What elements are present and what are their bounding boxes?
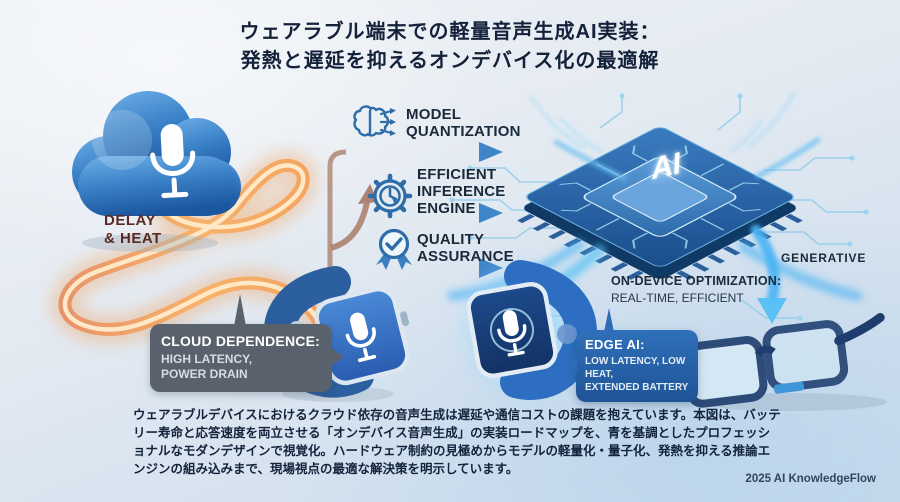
arrow-head	[479, 203, 503, 223]
cloud-icon	[72, 91, 241, 252]
step-quality-assurance: QUALITY ASSURANCE	[417, 231, 514, 265]
arrow-head	[479, 142, 503, 162]
microphone-icon	[345, 312, 377, 363]
microphone-icon	[150, 124, 196, 199]
page-title-line1: ウェアラブル端末での軽量音声生成AI実装：	[239, 21, 661, 43]
brain-quantization-icon	[353, 105, 396, 137]
arrow-head	[358, 184, 378, 204]
cloud-bubble-title: CLOUD DEPENDENCE:	[161, 333, 320, 349]
down-arrow-icon	[750, 224, 787, 324]
ondevice-optimization-label: ON-DEVICE OPTIMIZATION: REAL-TIME, EFFIC…	[611, 274, 781, 305]
bubble-pointer-right	[331, 348, 344, 366]
step3-line1: QUALITY	[417, 231, 485, 248]
delay-heat-line2: & HEAT	[104, 230, 162, 247]
edge-bubble-line1: LOW LATENCY, LOW HEAT,	[585, 356, 686, 380]
heat-path	[51, 151, 352, 362]
edge-bubble-title: EDGE AI:	[585, 337, 645, 352]
cloud-bubble-line2: POWER DRAIN	[161, 367, 248, 381]
bubble-pointer-left	[565, 356, 577, 372]
energy-wisps	[529, 91, 797, 154]
quality-badge-icon	[376, 228, 412, 270]
footer-description: ウェアラブルデバイスにおけるクラウド依存の音声生成は遅延や通信コストの課題を抱え…	[133, 408, 781, 476]
step2-line1: EFFICIENT	[417, 166, 497, 183]
cloud-dependence-bubble: CLOUD DEPENDENCE: HIGH LATENCY, POWER DR…	[150, 294, 344, 392]
ondevice-subtitle: REAL-TIME, EFFICIENT	[611, 291, 744, 305]
smart-glasses-icon	[681, 313, 887, 411]
credit-label: 2025 AI KnowledgeFlow	[745, 473, 876, 485]
bubble-pointer-up	[234, 294, 246, 326]
ondevice-title: ON-DEVICE OPTIMIZATION:	[611, 274, 782, 288]
delay-heat-line1: DELAY	[104, 212, 156, 229]
step2-line2: INFERENCE	[417, 183, 506, 200]
bubble-pointer-up	[604, 308, 614, 332]
page-title-line2: 発熱と遅延を抑えるオンデバイス化の最適解	[240, 50, 660, 72]
gear-inference-icon	[367, 173, 413, 219]
circuit-traces	[452, 96, 866, 319]
microphone-icon	[497, 310, 527, 357]
step1-line2: QUANTIZATION	[406, 123, 521, 140]
step3-line2: ASSURANCE	[417, 248, 514, 265]
page-title: ウェアラブル端末での軽量音声生成AI実装： 発熱と遅延を抑えるオンデバイス化の最…	[0, 18, 900, 76]
step2-line3: ENGINE	[417, 200, 476, 217]
generative-label: GENERATIVE	[781, 251, 867, 265]
step-inference-engine: EFFICIENT INFERENCE ENGINE	[417, 166, 505, 217]
cloud-bubble-line1: HIGH LATENCY,	[161, 352, 253, 366]
step1-line1: MODEL	[406, 106, 462, 123]
edge-bubble-line2: EXTENDED BATTERY	[585, 382, 689, 393]
step-model-quantization: MODEL QUANTIZATION	[406, 106, 521, 140]
delay-heat-label: DELAY & HEAT	[104, 212, 162, 248]
ai-chip-icon	[447, 84, 869, 324]
edge-ai-bubble: EDGE AI: LOW LATENCY, LOW HEAT, EXTENDED…	[565, 308, 698, 402]
flow-arrows	[327, 142, 503, 284]
